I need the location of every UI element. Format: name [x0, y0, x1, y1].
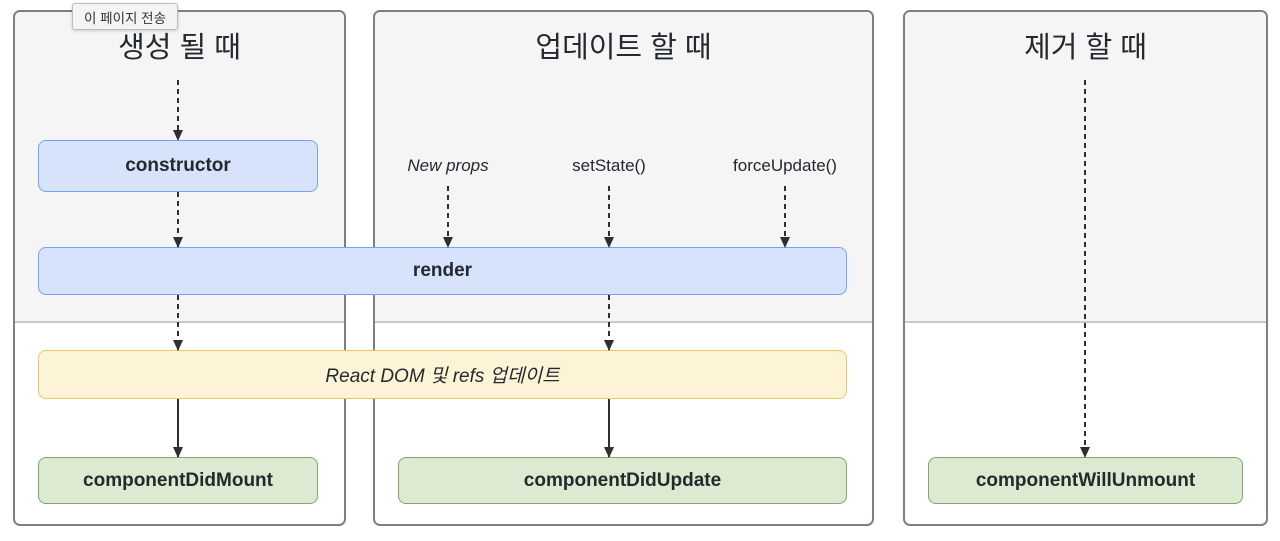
arrowhead-icon [173, 130, 183, 141]
flow-arrow-constructor-to-render [173, 192, 183, 248]
react-dom-update-bar[interactable]: React DOM 및 refs 업데이트 [38, 350, 847, 399]
component-did-mount-label: componentDidMount [83, 469, 273, 491]
browser-tooltip-label: 이 페이지 전송 [84, 10, 167, 26]
arrowhead-icon [780, 237, 790, 248]
flow-arrow-unmounting-title-to-component-will-unmount [1080, 80, 1090, 458]
browser-tooltip: 이 페이지 전송 [72, 3, 179, 30]
flow-arrow-render-mount-to-react-dom-update [173, 295, 183, 351]
flow-arrow-force-update-to-render [780, 186, 790, 248]
flow-arrow-mounting-title-to-constructor [173, 80, 183, 141]
flow-arrow-new-props-to-render [443, 186, 453, 248]
arrowhead-icon [604, 237, 614, 248]
component-did-mount-box[interactable]: componentDidMount [38, 457, 318, 504]
render-label: render [412, 260, 473, 281]
component-will-unmount-label: componentWillUnmount [975, 469, 1196, 491]
constructor-box[interactable]: constructor [38, 140, 318, 192]
trigger-set-state-label: setState() [572, 156, 646, 175]
arrowhead-icon [173, 340, 183, 351]
trigger-new-props: New props [407, 156, 488, 176]
arrowhead-icon [1080, 447, 1090, 458]
flow-arrow-react-dom-update-to-component-did-mount [173, 399, 183, 458]
react-dom-update-label: React DOM 및 refs 업데이트 [325, 366, 560, 387]
mounting-phase-divider [15, 321, 344, 323]
component-did-update-label: componentDidUpdate [523, 469, 722, 491]
component-will-unmount-box[interactable]: componentWillUnmount [928, 457, 1243, 504]
arrowhead-icon [173, 447, 183, 458]
panel-title-mounting: 생성 될 때 [118, 32, 241, 64]
component-did-update-box[interactable]: componentDidUpdate [398, 457, 847, 504]
trigger-new-props-label: New props [407, 156, 489, 175]
trigger-force-update: forceUpdate() [733, 156, 837, 176]
trigger-set-state: setState() [572, 156, 646, 176]
flow-arrow-react-dom-update-to-component-did-update [604, 399, 614, 458]
render-bar[interactable]: render [38, 247, 847, 295]
panel-title-unmounting: 제거 할 때 [1024, 32, 1147, 64]
updating-phase-divider [375, 321, 872, 323]
arrowhead-icon [443, 237, 453, 248]
constructor-label: constructor [125, 155, 231, 176]
arrowhead-icon [604, 340, 614, 351]
panel-title-updating: 업데이트 할 때 [535, 32, 712, 64]
arrowhead-icon [604, 447, 614, 458]
flow-arrow-render-update-to-react-dom-update [604, 295, 614, 351]
arrowhead-icon [173, 237, 183, 248]
flow-arrow-set-state-to-render [604, 186, 614, 248]
trigger-force-update-label: forceUpdate() [733, 156, 837, 175]
